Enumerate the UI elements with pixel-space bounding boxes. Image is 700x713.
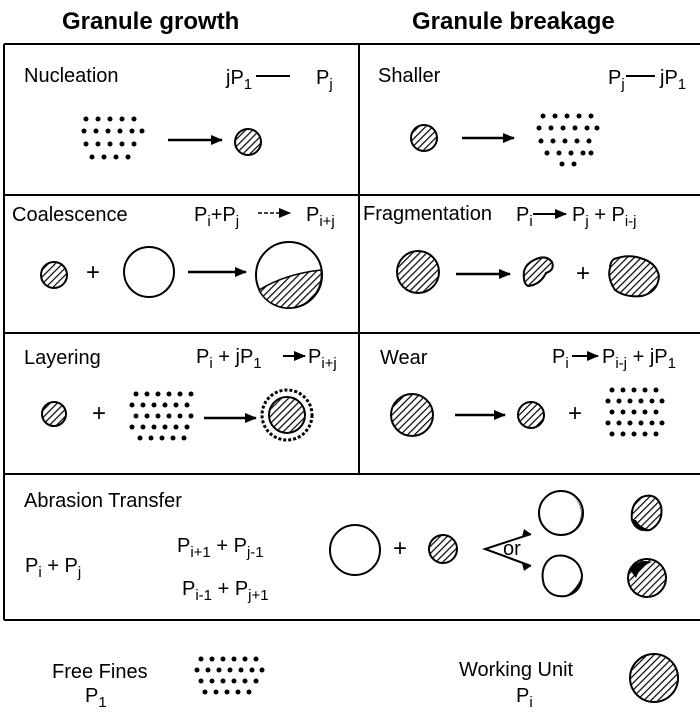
fragment-small xyxy=(522,256,554,288)
layering-equation-lhs: Pi + jP1 xyxy=(196,346,262,372)
abrasion-equation-result-2: Pi-1 + Pj+1 xyxy=(182,578,269,604)
coalescence-plus: + xyxy=(86,259,101,286)
abrasion-or-label: or xyxy=(503,538,521,560)
wear-equation-rhs: Pi-j + jP1 xyxy=(602,346,676,372)
abrasion-fork-tip-down xyxy=(522,563,531,571)
header-granule-breakage: Granule breakage xyxy=(412,8,615,35)
fragmentation-equation-rhs: Pj + Pi-j xyxy=(572,204,637,230)
legend-free-fines-label: Free Fines xyxy=(52,661,148,683)
shaller-label: Shaller xyxy=(378,65,441,87)
coalescence-label: Coalescence xyxy=(12,204,128,226)
layering-fines-cluster xyxy=(129,391,194,441)
abrasion-plus: + xyxy=(393,535,408,562)
abrasion-granule-large xyxy=(329,524,381,576)
legend-working-unit-symbol: Pi xyxy=(516,685,533,711)
header-granule-growth: Granule growth xyxy=(62,8,240,35)
wear-plus: + xyxy=(568,400,583,427)
abrasion-granule-small xyxy=(428,534,458,564)
shaller-equation-rhs: jP1 xyxy=(660,67,687,93)
panel-frames xyxy=(3,43,700,621)
abrasion-fork xyxy=(481,533,532,567)
layering-equation-rhs: Pi+j xyxy=(308,346,337,372)
abrasion-result-upper-small xyxy=(630,494,663,532)
coalescence-equation-lhs: Pi+Pj xyxy=(194,204,240,230)
coalescence-product xyxy=(255,241,323,309)
abrasion-equation-lhs: Pi + Pj xyxy=(25,555,82,581)
wear-granule xyxy=(390,393,434,437)
shaller-granule xyxy=(410,124,438,152)
legend-working-unit-granule xyxy=(629,653,679,703)
wear-product-granule xyxy=(517,401,545,429)
legend-free-fines-symbol: P1 xyxy=(85,685,107,711)
shaller-equation-lhs: Pj xyxy=(608,67,625,93)
layering-granule xyxy=(41,401,67,427)
coalescence-granule-b xyxy=(123,246,175,298)
wear-equation-lhs: Pi xyxy=(552,346,569,372)
nucleation-equation-lhs: jP1 xyxy=(226,67,253,93)
layering-product xyxy=(260,388,314,442)
fragmentation-equation-lhs: Pi xyxy=(516,204,533,230)
wear-label: Wear xyxy=(380,347,428,369)
layering-plus: + xyxy=(92,400,107,427)
nucleation-equation-rhs: Pj xyxy=(316,67,333,93)
abrasion-fork-tip-up xyxy=(522,529,531,537)
nucleation-granule xyxy=(234,128,262,156)
legend-working-unit-label: Working Unit xyxy=(459,659,574,681)
legend-fines-cluster xyxy=(194,656,265,695)
abrasion-equation-result-1: Pi+1 + Pj-1 xyxy=(177,535,264,561)
coalescence-equation-rhs: Pi+j xyxy=(306,204,335,230)
layering-label: Layering xyxy=(24,347,101,369)
abrasion-result-lower-large xyxy=(541,554,584,598)
nucleation-fines-cluster xyxy=(81,116,145,160)
fragment-large xyxy=(608,255,661,298)
abrasion-result-lower-small xyxy=(627,558,667,598)
fragmentation-granule xyxy=(396,250,440,294)
wear-fines-cluster xyxy=(605,387,665,437)
shaller-fines-cluster xyxy=(536,113,600,167)
abrasion-result-upper-large xyxy=(538,490,584,536)
nucleation-label: Nucleation xyxy=(24,65,119,87)
fragmentation-plus: + xyxy=(576,260,591,287)
fragmentation-label: Fragmentation xyxy=(363,203,492,225)
coalescence-granule-a xyxy=(40,261,68,289)
abrasion-label: Abrasion Transfer xyxy=(24,490,182,512)
